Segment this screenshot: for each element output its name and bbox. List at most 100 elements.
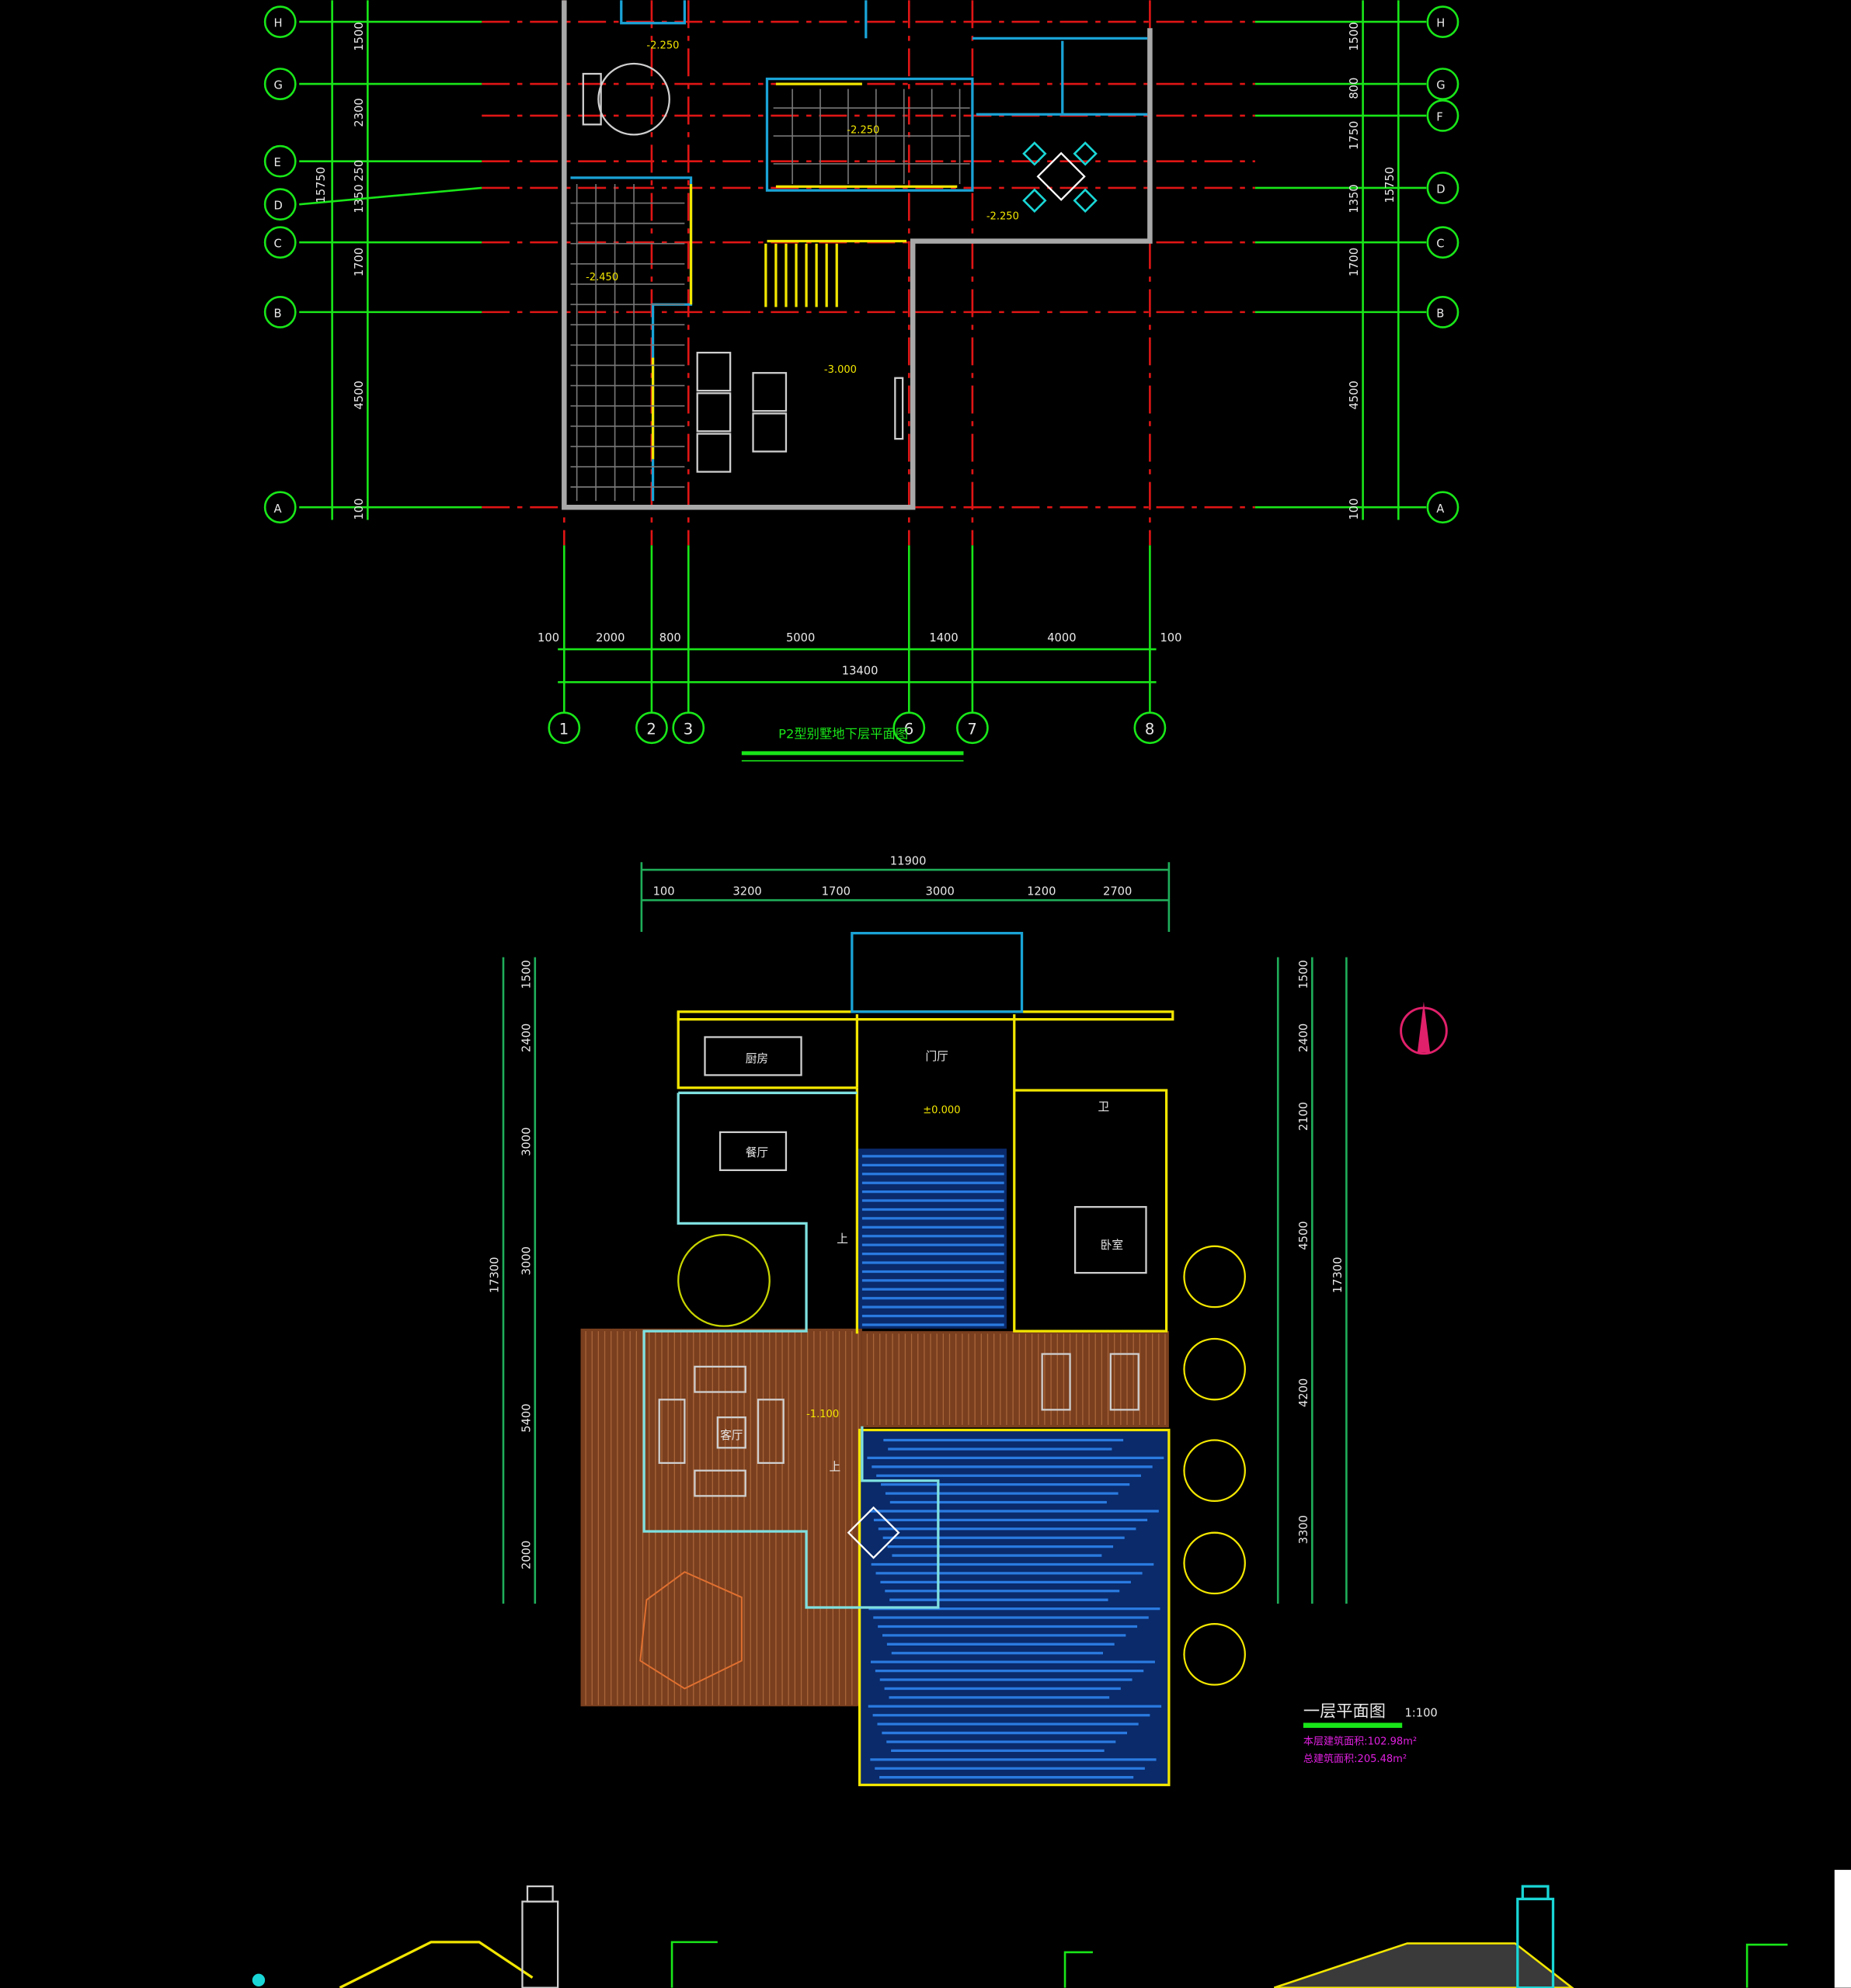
axis-bubble <box>263 226 297 259</box>
dimension-label: 3000 <box>520 1128 533 1156</box>
dimension-label: 100 <box>1348 499 1361 520</box>
dimension-label: 2700 <box>1103 885 1132 898</box>
axis-bubble <box>1133 711 1167 745</box>
deck-planks <box>585 1331 1166 1705</box>
elevation-mark: -3.000 <box>824 364 857 376</box>
axis-bubble <box>263 144 297 178</box>
dimension-label: 4200 <box>1297 1378 1310 1407</box>
axis-label: D <box>1436 182 1445 196</box>
dimension-label: 1700 <box>353 248 366 276</box>
dimension-label: 1350 <box>1348 184 1361 213</box>
axis-bubble <box>263 5 297 39</box>
stair-label: 上 <box>829 1461 840 1474</box>
dimension-label: 3000 <box>926 885 955 898</box>
plan-title: 一层平面图 <box>1303 1701 1386 1721</box>
dimension-label: 1500 <box>1297 960 1310 989</box>
dimension-label: 1750 <box>1348 121 1361 150</box>
walls <box>642 932 1174 1609</box>
dimension-total: 11900 <box>890 855 927 868</box>
dimension-label: 1350 <box>353 184 366 213</box>
dimension-label: 3000 <box>520 1246 533 1275</box>
dimension-label: 1500 <box>520 960 533 989</box>
axis-bubble <box>1426 99 1460 132</box>
floor-tiles <box>570 89 970 502</box>
room-label: 厨房 <box>746 1052 768 1065</box>
dimension-label: 4500 <box>353 381 366 409</box>
axis-label: H <box>1436 17 1445 30</box>
tree <box>1183 1531 1246 1595</box>
dimension-label: 2400 <box>520 1024 533 1052</box>
tree <box>1183 1439 1246 1503</box>
floor-area-text: 本层建筑面积:102.98m² <box>1303 1735 1417 1747</box>
dining-table <box>718 1131 788 1172</box>
dimension-label: 2400 <box>1297 1024 1310 1052</box>
axis-bubble <box>635 711 668 745</box>
axis-extension <box>299 186 482 206</box>
dimension-label: 4500 <box>1348 381 1361 409</box>
north-arrow <box>1400 1001 1448 1055</box>
dimension-label: 1200 <box>1027 885 1056 898</box>
dimension-label: 250 <box>353 160 366 182</box>
furniture <box>582 62 1098 473</box>
elevation-mark: -2.450 <box>586 272 618 283</box>
bed <box>1073 1206 1147 1274</box>
dimension-total: 15750 <box>1383 167 1397 203</box>
room-label: 餐厅 <box>746 1146 768 1159</box>
axis-bubble <box>1426 295 1460 328</box>
axis-bubble <box>263 68 297 100</box>
total-area-text: 总建筑面积:205.48m² <box>1303 1753 1407 1765</box>
dimension-label: 1500 <box>353 22 366 50</box>
dimension-label: 4500 <box>1297 1221 1310 1249</box>
plan-scale: 1:100 <box>1404 1706 1437 1719</box>
dimension-total: 15750 <box>315 167 328 203</box>
axis-label: E <box>274 156 281 169</box>
axis-bubble <box>1426 226 1460 259</box>
sofa <box>582 72 602 126</box>
plan-title: P2型别墅地下层平面图 <box>778 726 908 741</box>
dimension-label: 5000 <box>786 631 815 645</box>
axis-bubble <box>263 295 297 328</box>
dimension-label: 3300 <box>1297 1515 1310 1544</box>
axis-label: 3 <box>684 720 693 738</box>
axis-bubble <box>263 491 297 524</box>
dimension-label: 2300 <box>353 98 366 127</box>
dimension-label: 100 <box>353 499 366 520</box>
room-label: 卫 <box>1098 1100 1109 1114</box>
round-table <box>597 62 670 136</box>
axis-bubble <box>1426 172 1460 204</box>
axis-label: 8 <box>1145 720 1154 738</box>
axis-label: C <box>274 238 282 251</box>
axis-label: G <box>1436 79 1445 92</box>
trees <box>1183 1245 1246 1686</box>
room-label: 客厅 <box>720 1429 743 1442</box>
elevation-drawings <box>252 1869 1851 1988</box>
room-labels: 厨房 门厅 餐厅 卧室 客厅 卫 上 上 ±0.000 -1.100 <box>720 1050 1123 1474</box>
dimension-label: 2000 <box>520 1541 533 1569</box>
elevation-mark: -1.100 <box>806 1409 839 1420</box>
axis-bubble <box>955 711 989 745</box>
axis-bubble <box>263 188 297 221</box>
dimension-total: 17300 <box>488 1257 501 1294</box>
axis-bubble <box>892 711 926 745</box>
dimension-label: 800 <box>659 631 681 645</box>
axis-bubble <box>1426 5 1460 39</box>
axis-label: 7 <box>967 720 976 738</box>
spiral-stair <box>677 1233 771 1327</box>
dimension-label: 5400 <box>520 1403 533 1432</box>
tree <box>1183 1245 1246 1309</box>
gazebo <box>639 1571 743 1690</box>
axis-bubble <box>672 711 705 745</box>
axis-label: 1 <box>559 720 569 738</box>
axis-label: 6 <box>904 720 913 738</box>
room-label: 卧室 <box>1101 1239 1123 1252</box>
hall-lines <box>861 1155 1004 1326</box>
dimension-total: 17300 <box>1331 1257 1345 1294</box>
dimension-label: 2000 <box>596 631 625 645</box>
dimension-label: 800 <box>1348 78 1361 99</box>
wood-deck <box>861 1331 1169 1428</box>
axis-label: B <box>274 307 282 320</box>
dimension-label: 1500 <box>1348 22 1361 50</box>
